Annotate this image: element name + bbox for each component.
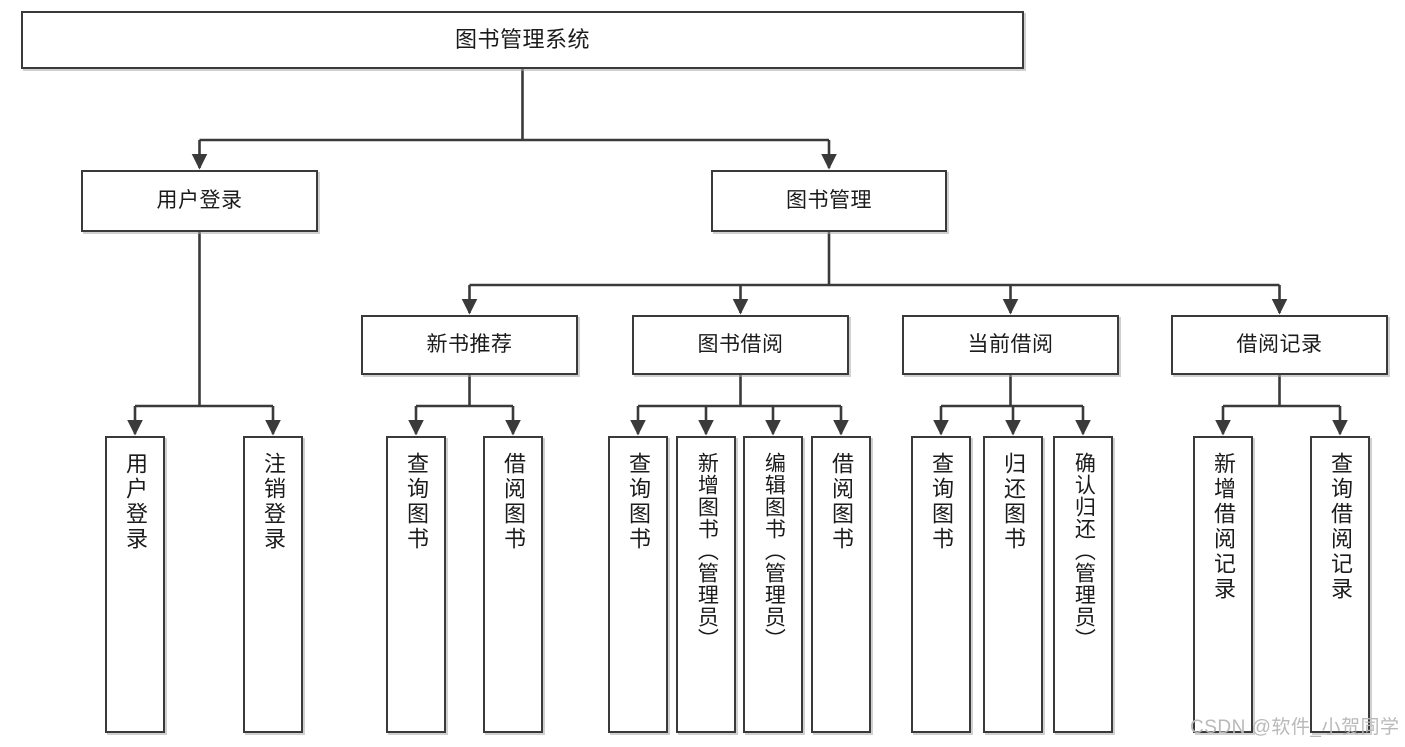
node-leaf-confirm-return-label: 确认归还（管理员） — [1072, 452, 1096, 650]
node-leaf-borrow-book-2-label: 借阅图书 — [828, 452, 854, 552]
node-leaf-add-record-label: 新增借阅记录 — [1210, 452, 1236, 602]
node-new-book-rec[interactable]: 新书推荐 — [361, 315, 578, 375]
node-root-label: 图书管理系统 — [454, 27, 590, 53]
node-leaf-user-login[interactable]: 用户登录 — [105, 436, 165, 733]
node-borrow-record-label: 借阅记录 — [1236, 332, 1323, 356]
node-leaf-borrow-book-2[interactable]: 借阅图书 — [811, 436, 871, 733]
node-current-borrow[interactable]: 当前借阅 — [902, 315, 1119, 375]
node-leaf-add-book[interactable]: 新增图书（管理员） — [676, 436, 736, 733]
node-leaf-query-record-label: 查询借阅记录 — [1327, 452, 1353, 602]
node-user-login-label: 用户登录 — [156, 188, 243, 212]
node-leaf-borrow-book-1-label: 借阅图书 — [500, 452, 526, 552]
node-book-borrow[interactable]: 图书借阅 — [632, 315, 849, 375]
node-leaf-borrow-book-1[interactable]: 借阅图书 — [483, 436, 543, 733]
node-leaf-logout-label: 注销登录 — [260, 452, 286, 552]
node-root[interactable]: 图书管理系统 — [21, 11, 1024, 69]
node-leaf-user-login-label: 用户登录 — [122, 452, 148, 552]
node-user-login[interactable]: 用户登录 — [81, 170, 318, 232]
node-leaf-return-book-label: 归还图书 — [1000, 452, 1026, 552]
node-current-borrow-label: 当前借阅 — [967, 332, 1054, 356]
node-leaf-edit-book-label: 编辑图书（管理员） — [762, 452, 786, 650]
node-leaf-query-book-2-label: 查询图书 — [625, 452, 651, 552]
node-leaf-return-book[interactable]: 归还图书 — [983, 436, 1043, 733]
node-leaf-query-book-3[interactable]: 查询图书 — [911, 436, 971, 733]
node-leaf-query-book-3-label: 查询图书 — [928, 452, 954, 552]
node-book-manage-label: 图书管理 — [786, 188, 872, 212]
node-book-manage[interactable]: 图书管理 — [711, 170, 947, 232]
node-leaf-query-book-2[interactable]: 查询图书 — [608, 436, 668, 733]
node-leaf-add-record[interactable]: 新增借阅记录 — [1193, 436, 1253, 733]
node-leaf-query-book-1-label: 查询图书 — [403, 452, 429, 552]
node-leaf-edit-book[interactable]: 编辑图书（管理员） — [743, 436, 803, 733]
node-leaf-add-book-label: 新增图书（管理员） — [695, 452, 719, 650]
node-leaf-query-record[interactable]: 查询借阅记录 — [1310, 436, 1370, 733]
node-leaf-logout[interactable]: 注销登录 — [243, 436, 303, 733]
watermark-text: CSDN @软件_小贺同学 — [1190, 717, 1400, 738]
node-new-book-rec-label: 新书推荐 — [426, 332, 513, 356]
node-borrow-record[interactable]: 借阅记录 — [1171, 315, 1388, 375]
node-leaf-query-book-1[interactable]: 查询图书 — [386, 436, 446, 733]
node-book-borrow-label: 图书借阅 — [697, 332, 784, 356]
node-leaf-confirm-return[interactable]: 确认归还（管理员） — [1053, 436, 1113, 733]
